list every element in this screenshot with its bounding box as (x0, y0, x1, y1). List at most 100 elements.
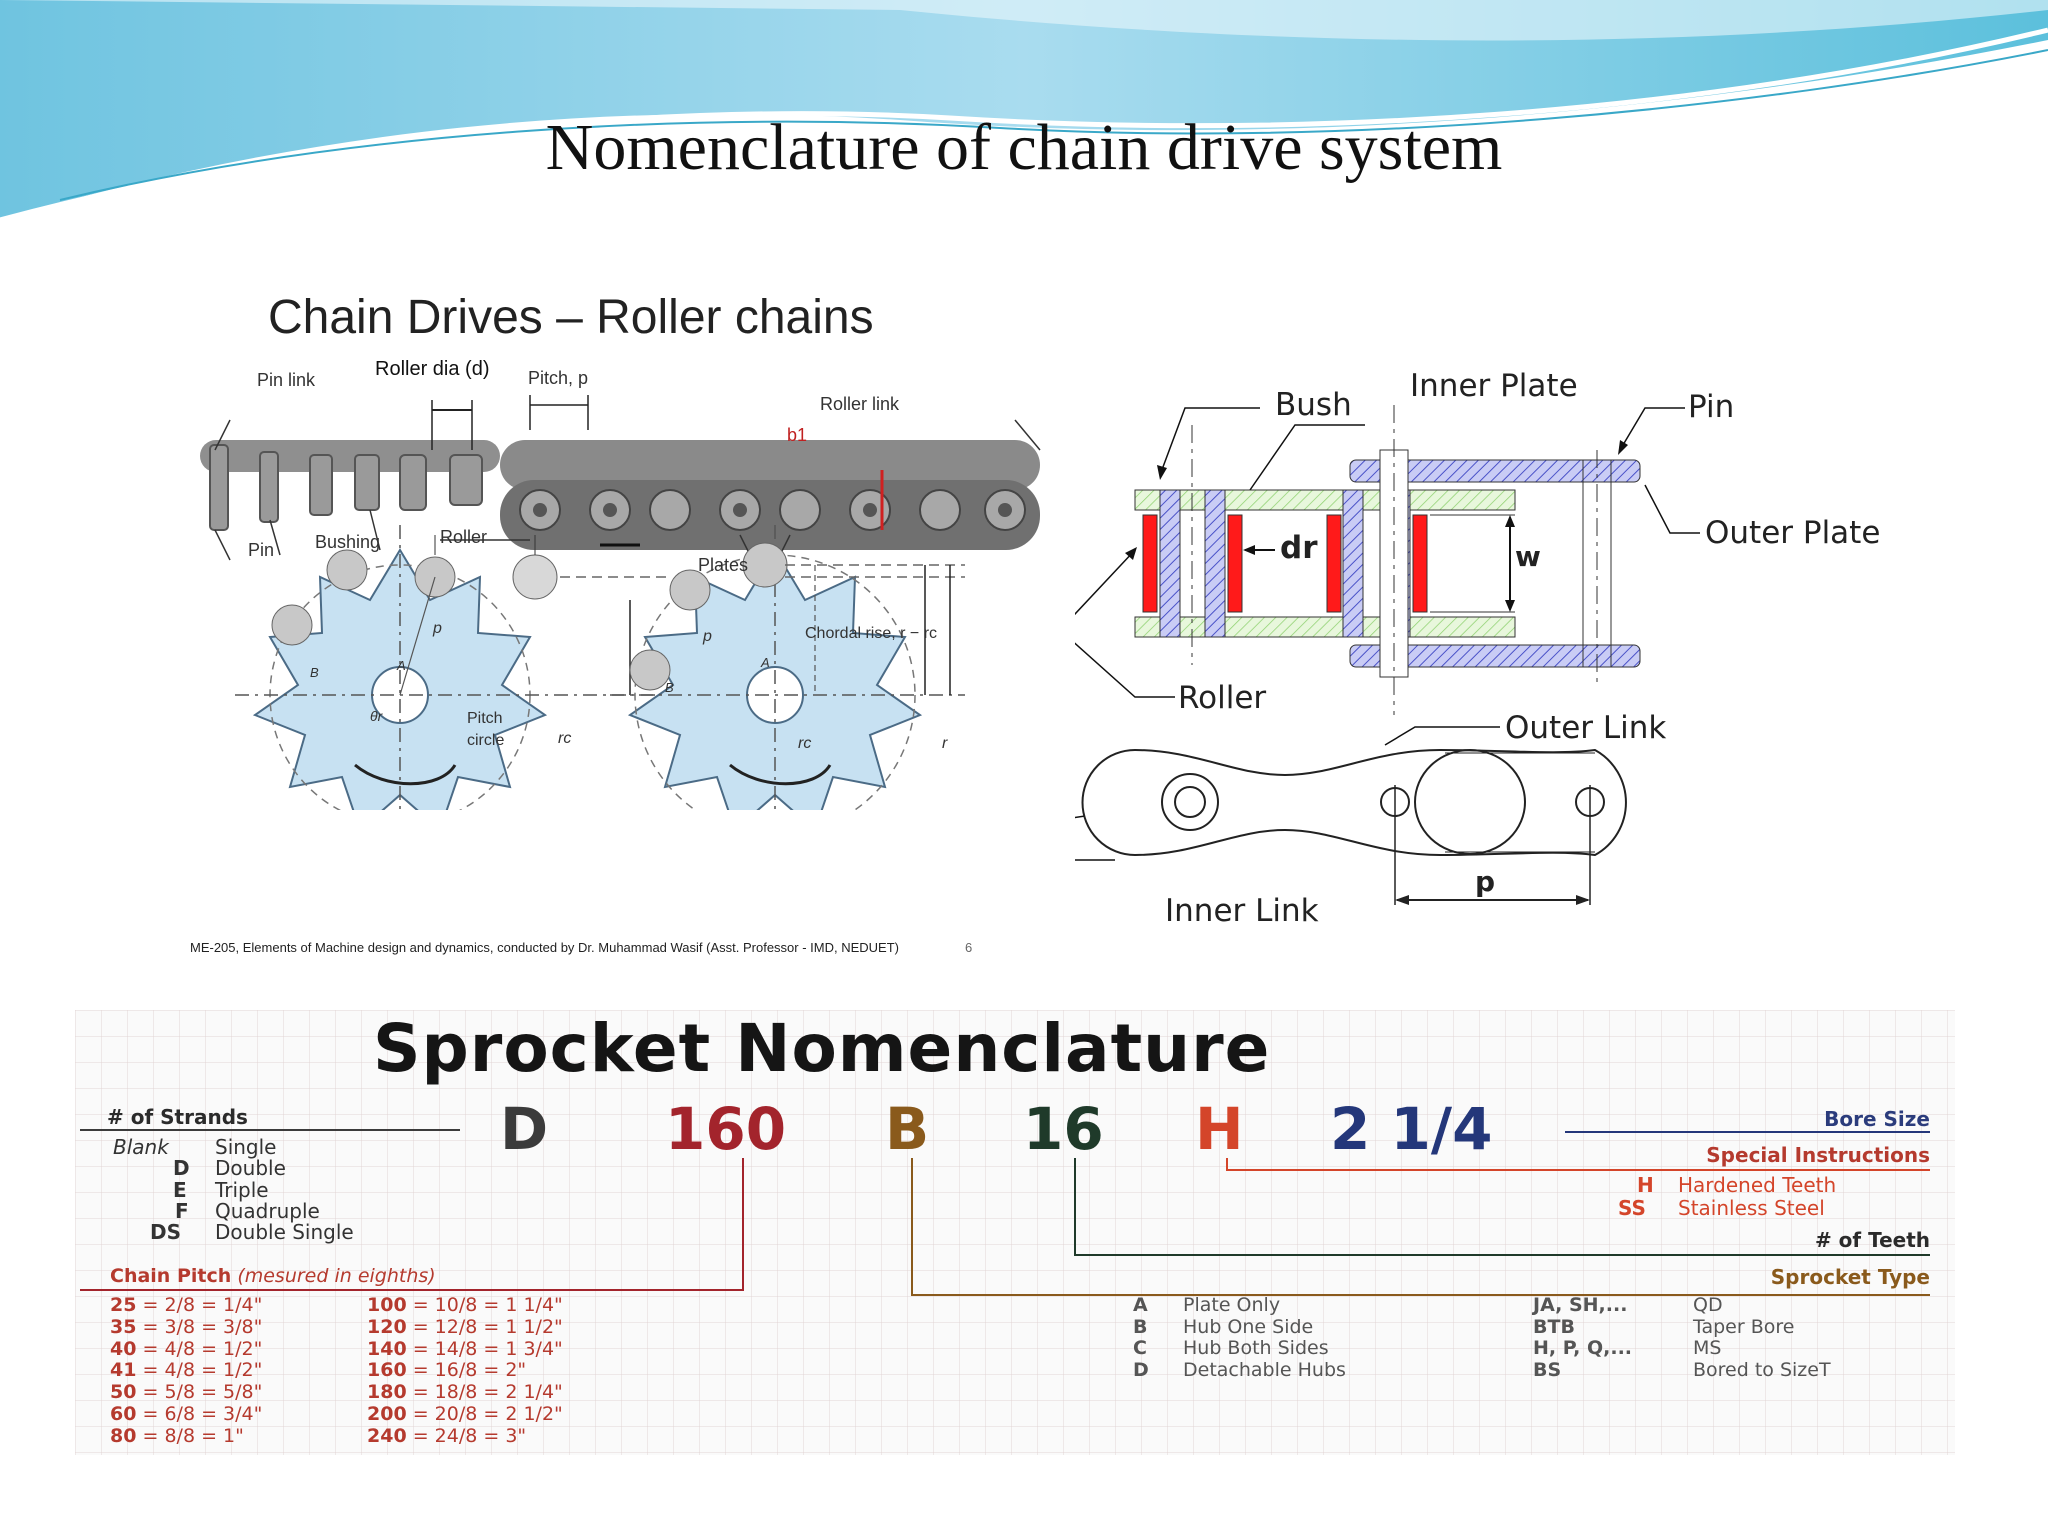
pitch-code: 40 (110, 1337, 137, 1360)
special-code: H (1637, 1173, 1654, 1197)
type-label: MS (1693, 1337, 1722, 1359)
chain-pitch-row: 140 = 14/8 = 1 3/4" (367, 1337, 563, 1361)
roller-chain-panel: Chain Drives – Roller chains (80, 200, 1075, 1000)
label-inner-link: Inner Link (1165, 893, 1319, 929)
type-label: QD (1693, 1294, 1723, 1316)
code-strands: D (500, 1095, 549, 1163)
pitch-code: 180 (367, 1381, 407, 1404)
teeth-label: # of Teeth (1814, 1228, 1930, 1252)
type-row: H, P, Q,... MS (1533, 1337, 1831, 1360)
label-dr: dr (1280, 530, 1318, 566)
label-p-top-2: p (703, 628, 712, 645)
pitch-value: = 10/8 = 1 1/4" (412, 1294, 563, 1316)
label-pitch: Pitch, p (528, 368, 589, 388)
chain-pitch-col2: 100 = 10/8 = 1 1/4" 120 = 12/8 = 1 1/2" … (367, 1294, 563, 1448)
strands-item-blank: Blank (113, 1135, 169, 1159)
type-row: BS Bored to SizeT (1533, 1358, 1831, 1382)
pitch-code: 160 (367, 1359, 407, 1382)
chain-pitch-row: 180 = 18/8 = 2 1/4" (367, 1381, 563, 1404)
label-roller: Roller (1178, 680, 1267, 716)
type-label: Taper Bore (1693, 1315, 1795, 1338)
type-label: Hub One Side (1183, 1315, 1314, 1338)
roller-chain-page-number: 6 (965, 940, 973, 955)
pitch-value: = 20/8 = 2 1/2" (412, 1402, 563, 1425)
type-row: D Detachable Hubs (1133, 1358, 1346, 1382)
label-p-top: p (433, 620, 442, 637)
pitch-code: 35 (110, 1315, 137, 1338)
sprocket-nomenclature-panel: Sprocket Nomenclature D 160 B 16 H 2 1/4… (75, 1010, 1955, 1455)
pitch-code: 41 (110, 1359, 137, 1382)
chain-pitch-title: Chain Pitch (110, 1265, 232, 1287)
label-b1: b1 (787, 425, 808, 445)
code-teeth: 16 (1023, 1095, 1104, 1163)
type-code: BS (1533, 1358, 1562, 1381)
chain-pitch-row: 160 = 16/8 = 2" (367, 1359, 563, 1382)
special-label: Hardened Teeth (1678, 1173, 1837, 1197)
label-w: w (1515, 540, 1541, 573)
label-roller-dia: Roller dia (d) (375, 358, 490, 380)
label-A-2: A (761, 655, 770, 670)
label-r: r (942, 735, 948, 752)
pitch-value: = 14/8 = 1 3/4" (412, 1337, 563, 1360)
label-roller-link: Roller link (820, 394, 900, 414)
chain-pitch-row: 41 = 4/8 = 1/2" (110, 1359, 263, 1382)
roller-chain-footer: ME-205, Elements of Machine design and d… (190, 940, 899, 955)
strands-label: Quadruple (215, 1199, 320, 1223)
strands-code: DS (150, 1220, 182, 1244)
label-pin: Pin (1688, 389, 1735, 425)
pitch-value: = 3/8 = 3/8" (142, 1315, 263, 1338)
sprocket-title: Sprocket Nomenclature (373, 1010, 1271, 1087)
chain-pitch-row: 60 = 6/8 = 3/4" (110, 1402, 263, 1426)
label-B-2: B (665, 680, 674, 695)
chain-pitch-col1: 25 = 2/8 = 1/4" 35 = 3/8 = 3/8" 40 = 4/8… (110, 1294, 263, 1448)
bore-size-label: Bore Size (1824, 1107, 1930, 1131)
pitch-code: 100 (367, 1294, 407, 1316)
roller-chain-title: Chain Drives – Roller chains (268, 291, 874, 344)
chain-pitch-row: 100 = 10/8 = 1 1/4" (367, 1294, 563, 1317)
type-label: Detachable Hubs (1183, 1358, 1346, 1381)
label-B-1: B (310, 665, 319, 680)
sprocket-type-header: Sprocket Type (1770, 1265, 1930, 1289)
label-rc-2: rc (798, 735, 812, 752)
pitch-code: 120 (367, 1315, 407, 1338)
pitch-value: = 6/8 = 3/4" (142, 1402, 263, 1425)
pitch-code: 25 (110, 1294, 137, 1316)
chain-pitch-row: 40 = 4/8 = 1/2" (110, 1337, 262, 1361)
chain-pitch-header: Chain Pitch (mesured in eighths) (110, 1265, 436, 1287)
chain-pitch-row: 35 = 3/8 = 3/8" (110, 1315, 263, 1339)
type-code: D (1133, 1358, 1149, 1381)
label-A-1: A (397, 658, 406, 673)
strands-label: Double (215, 1156, 286, 1180)
label-inner-plate: Inner Plate (1410, 368, 1578, 404)
code-instructions: H (1195, 1095, 1244, 1163)
strands-code: D (173, 1156, 190, 1180)
pitch-code: 240 (367, 1424, 407, 1447)
label-bushing: Bushing (315, 532, 381, 552)
pitch-code: 60 (110, 1402, 137, 1425)
strands-code: Blank (113, 1135, 169, 1159)
pitch-value: = 4/8 = 1/2" (142, 1359, 263, 1382)
special-instructions-header: Special Instructions (1706, 1143, 1930, 1167)
chain-pitch-row: 120 = 12/8 = 1 1/2" (367, 1315, 563, 1339)
chain-pitch-row: 240 = 24/8 = 3" (367, 1424, 563, 1448)
pitch-value: = 5/8 = 5/8" (142, 1381, 263, 1404)
pitch-code: 50 (110, 1381, 137, 1404)
label-chordal-rise: Chordal rise, r − rc (805, 625, 938, 642)
type-row: JA, SH,...QD (1533, 1294, 1831, 1317)
type-label: Bored to SizeT (1693, 1358, 1831, 1381)
sprocket-connector-lines (80, 1129, 1930, 1296)
strands-code: F (175, 1199, 189, 1223)
code-type: B (885, 1095, 930, 1163)
label-pin: Pin (248, 540, 275, 560)
label-p: p (1475, 865, 1496, 898)
label-rc-1: rc (558, 730, 572, 747)
strands-code: E (173, 1178, 187, 1202)
chain-pitch-row: 50 = 5/8 = 5/8" (110, 1381, 263, 1404)
type-code: H, P, Q,... (1533, 1337, 1633, 1359)
